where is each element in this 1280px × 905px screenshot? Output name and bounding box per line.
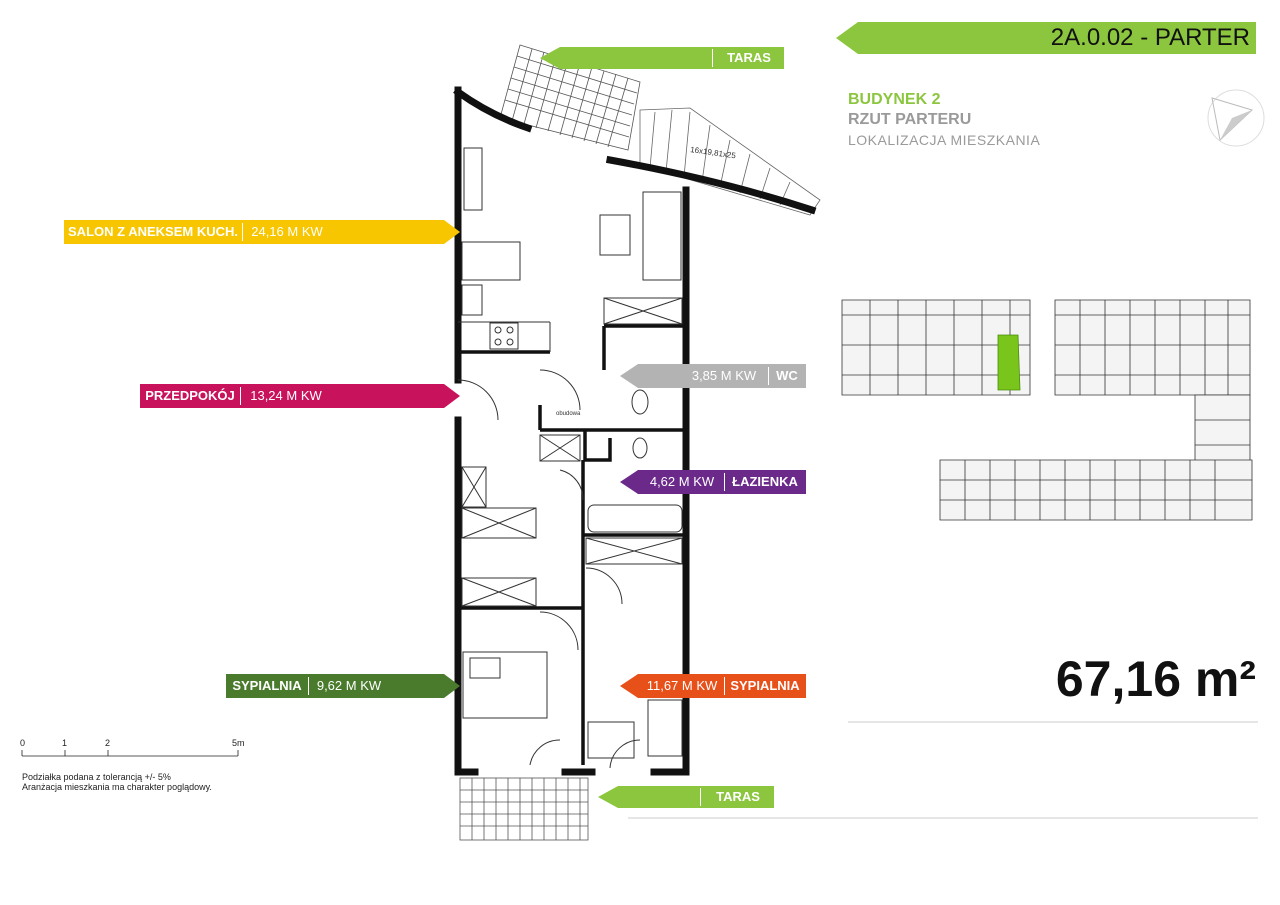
sypialnia1-arrow — [226, 674, 460, 698]
salon-label: SALON Z ANEKSEM KUCH. 24,16 M KW — [64, 220, 460, 244]
room-area: 13,24 M KW — [250, 388, 322, 403]
taras-bottom-text: TARAS — [716, 789, 760, 804]
taras-top-text: TARAS — [727, 50, 771, 65]
taras-top-arrow — [540, 47, 784, 69]
wc-arrow — [620, 364, 806, 388]
wc-label: 3,85 M KW WC — [640, 364, 806, 388]
taras-top-label: TARAS — [712, 46, 784, 70]
stairs — [639, 107, 821, 216]
note-tolerance: Podziałka podana z tolerancją +/- 5% — [22, 772, 171, 782]
scale-tick-2: 2 — [105, 738, 111, 748]
sypialnia2-arrow — [620, 674, 806, 698]
room-name: SYPIALNIA — [730, 678, 800, 693]
room-name: WC — [776, 368, 798, 383]
room-area: 9,62 M KW — [316, 678, 382, 693]
obudowa-label: obudowa — [556, 411, 581, 417]
taras-bottom-label: TARAS — [700, 785, 774, 809]
room-area: 3,85 M KW — [691, 368, 757, 383]
scale-tick-1: 1 — [62, 738, 68, 748]
lazienka-arrow — [620, 470, 806, 494]
scale-bar — [21, 750, 239, 757]
floor-name: RZUT PARTERU — [848, 111, 972, 128]
location-label: LOKALIZACJA MIESZKANIA — [848, 132, 1041, 148]
room-name: SYPIALNIA — [232, 678, 302, 693]
unit-banner — [836, 22, 1256, 54]
przedpokoj-arrow — [140, 384, 460, 408]
thin-lines — [457, 147, 683, 769]
unit-code: 2A.0.02 - PARTER — [1050, 24, 1250, 51]
stairs-label: 16x19,81x25 — [690, 145, 737, 160]
lazienka-label: 4,62 M KW ŁAZIENKA — [640, 470, 806, 494]
taras-bottom-arrow — [598, 786, 774, 808]
salon-arrow — [64, 220, 460, 244]
room-area: 4,62 M KW — [649, 474, 715, 489]
room-area: 11,67 M KW — [646, 678, 718, 693]
bottom-terrace — [459, 777, 589, 841]
interior-walls — [458, 324, 686, 765]
building-name: BUDYNEK 2 — [848, 91, 941, 108]
note-arrangement: Aranżacja mieszkania ma charakter pogląd… — [22, 782, 212, 792]
room-name: ŁAZIENKA — [732, 474, 798, 489]
przedpokoj-label: PRZEDPOKÓJ 13,24 M KW — [140, 384, 460, 408]
compass-icon — [1207, 89, 1265, 147]
total-area: 67,16 m² — [1055, 651, 1256, 707]
top-terrace — [499, 44, 641, 151]
scale-tick-5: 5m — [232, 738, 245, 748]
room-name: PRZEDPOKÓJ — [145, 388, 235, 403]
room-area: 24,16 M KW — [251, 224, 323, 239]
site-plan — [841, 299, 1253, 521]
room-name: SALON Z ANEKSEM KUCH. — [68, 224, 238, 239]
sypialnia2-label: 11,67 M KW SYPIALNIA — [640, 674, 806, 698]
sypialnia1-label: SYPIALNIA 9,62 M KW — [226, 674, 460, 698]
scale-tick-0: 0 — [20, 738, 26, 748]
